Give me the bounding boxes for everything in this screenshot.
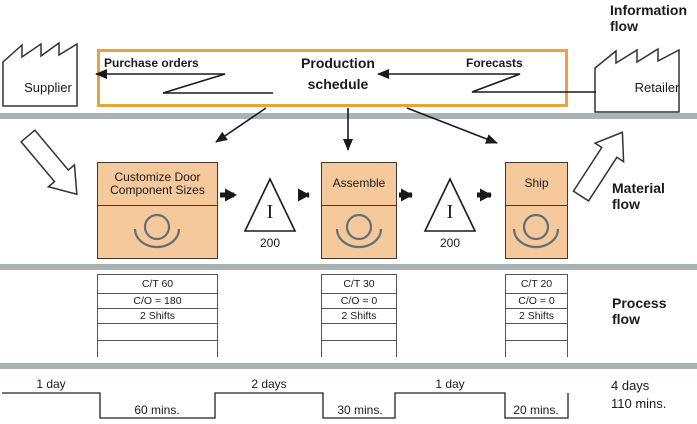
process-box-customize: Customize Door Component Sizes [97,162,218,259]
shifts: 2 Shifts [506,309,567,324]
inventory-triangle-icon [243,177,297,232]
divider-process-timeline [0,363,697,369]
retailer-label: Retailer [634,80,680,95]
inventory-quantity: 200 [439,236,461,250]
inbound-material-arrow [20,129,78,196]
cycle-time: C/T 20 [506,275,567,294]
information-flow-label: Information flow [610,2,687,34]
lead-time-label: 1 day [435,377,465,391]
total-process-time: 110 mins. [611,396,667,411]
retailer-factory-icon [594,47,680,113]
material-flow-label: Material flow [612,180,665,212]
process-box-ship: Ship [505,162,568,259]
inventory-symbol: I [266,201,274,223]
process-time-label: 60 mins. [134,403,180,417]
shifts: 2 Shifts [322,309,396,324]
data-box-assemble: C/T 30 C/O = 0 2 Shifts [321,274,397,357]
cycle-time: C/T 60 [98,275,217,294]
process-name: Customize Door Component Sizes [98,163,217,206]
cycle-time: C/T 30 [322,275,396,294]
process-box-assemble: Assemble [321,162,397,259]
outbound-material-arrow [572,131,625,202]
supplier-label: Supplier [24,80,72,95]
inventory-symbol: I [446,201,454,223]
operator-icon [512,213,560,249]
total-lead-time: 4 days [611,378,650,393]
empty-row [322,324,396,341]
lead-time-label: 1 day [36,377,66,391]
process-time-label: 30 mins. [337,403,383,417]
purchase-orders-arrow [95,69,273,94]
operator-icon [335,213,383,249]
empty-row [98,324,217,341]
process-name: Ship [506,163,567,206]
production-schedule-title-line2: schedule [307,76,369,92]
production-schedule-title-line1: Production [301,55,375,71]
inventory-quantity: 200 [259,236,281,250]
shifts: 2 Shifts [98,309,217,324]
changeover-time: C/O = 180 [98,294,217,309]
lead-time-label: 2 days [251,377,287,391]
operator-icon [133,213,181,249]
supplier-factory-icon [2,41,78,107]
schedule-to-ship-arrow [406,107,498,144]
timeline-ladder [2,392,569,419]
empty-row [506,324,567,341]
inventory-triangle-icon [423,177,477,232]
divider-material-process [0,264,697,270]
data-box-customize: C/T 60 C/O = 180 2 Shifts [97,274,218,357]
purchase-orders-label: Purchase orders [104,56,199,70]
forecasts-label: Forecasts [466,56,523,70]
data-box-ship: C/T 20 C/O = 0 2 Shifts [505,274,568,357]
changeover-time: C/O = 0 [506,294,567,309]
schedule-to-customize-arrow [215,107,267,143]
process-time-label: 20 mins. [513,403,559,417]
process-name: Assemble [322,163,396,206]
forecasts-arrow [377,69,596,93]
process-flow-label: Process flow [612,295,667,327]
changeover-time: C/O = 0 [322,294,396,309]
